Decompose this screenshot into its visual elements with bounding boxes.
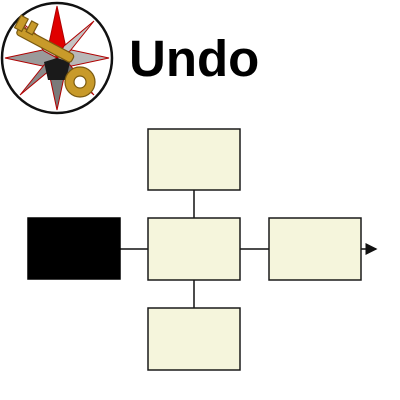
page-title: Undo (129, 30, 260, 87)
box-right (268, 217, 362, 281)
compass-star-key-icon (0, 0, 120, 120)
box-left-highlighted (27, 217, 121, 280)
box-top (147, 128, 241, 191)
box-bottom (147, 307, 241, 371)
box-center (147, 217, 241, 281)
